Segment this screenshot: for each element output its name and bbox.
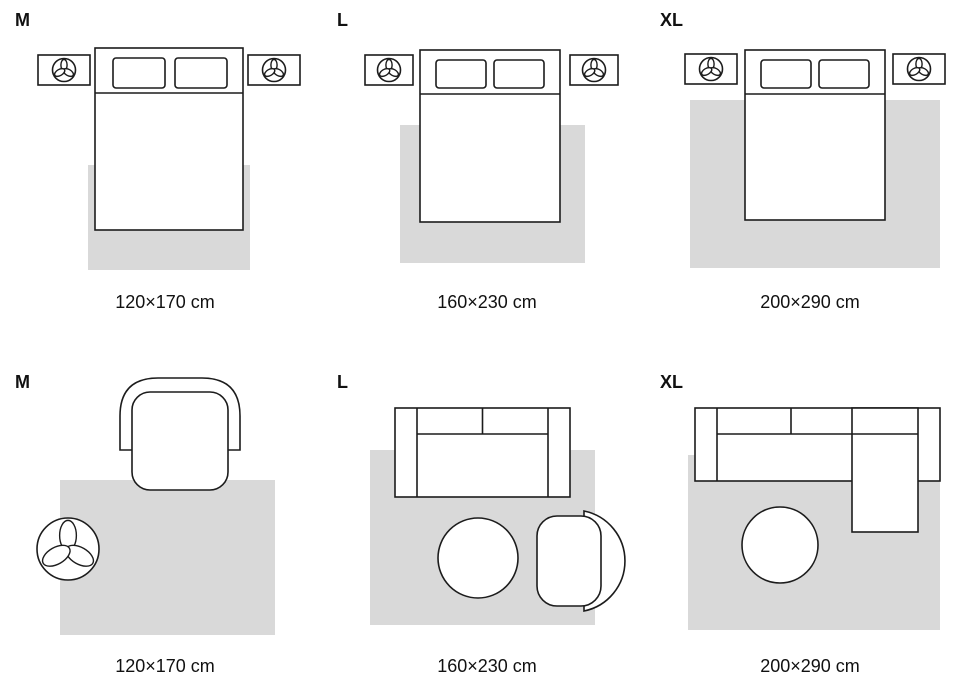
bedroom-m-diagram: [37, 47, 301, 270]
rug-dimensions: 120×170 cm: [115, 292, 215, 312]
rug-dimensions: 160×230 cm: [437, 656, 537, 676]
panel-living-m: M 120×170 cm: [15, 368, 315, 690]
armchair: [119, 377, 241, 491]
bed: [94, 47, 244, 231]
armchair-seat: [131, 391, 229, 491]
armchair-seat: [536, 515, 602, 607]
panel-bedroom-m: M 120×170 cm: [15, 8, 315, 338]
living-m-diagram: [36, 377, 275, 635]
bed: [744, 49, 886, 221]
coffee-table: [741, 506, 819, 584]
armchair: [536, 510, 626, 612]
pillow: [760, 59, 812, 89]
size-label-xl: XL: [660, 10, 684, 30]
pillow: [818, 59, 870, 89]
living-xl-diagram: [688, 407, 941, 630]
nightstand-left: [37, 54, 91, 86]
nightstand-left: [364, 54, 414, 86]
rug-dimensions: 120×170 cm: [115, 656, 215, 676]
nightstand-left: [684, 53, 738, 85]
size-label-xl: XL: [660, 372, 684, 392]
size-label-m: M: [15, 372, 30, 392]
bed: [419, 49, 561, 223]
pillow: [435, 59, 487, 89]
size-label-l: L: [337, 10, 348, 30]
panel-bedroom-l: L 160×230 cm: [337, 8, 637, 338]
size-label-m: M: [15, 10, 30, 30]
rug-dimensions: 200×290 cm: [760, 656, 860, 676]
coffee-table: [437, 517, 519, 599]
panel-bedroom-xl: XL 200×290 cm: [660, 8, 960, 338]
nightstand-right: [569, 54, 619, 86]
size-label-l: L: [337, 372, 348, 392]
pillow: [112, 57, 166, 89]
bedroom-l-diagram: [364, 49, 619, 263]
pillow: [493, 59, 545, 89]
panel-living-l: L 160×230 cm: [337, 368, 637, 690]
rug-dimensions: 200×290 cm: [760, 292, 860, 312]
sectional-sofa: [694, 407, 941, 533]
nightstand-right: [892, 53, 946, 85]
nightstand-right: [247, 54, 301, 86]
plant: [36, 517, 100, 581]
living-l-diagram: [370, 407, 626, 625]
pillow: [174, 57, 228, 89]
chaise: [851, 407, 919, 533]
rug-dimensions: 160×230 cm: [437, 292, 537, 312]
bedroom-xl-diagram: [684, 49, 946, 268]
panel-living-xl: XL 200×290 cm: [660, 368, 960, 690]
sofa: [394, 407, 571, 498]
